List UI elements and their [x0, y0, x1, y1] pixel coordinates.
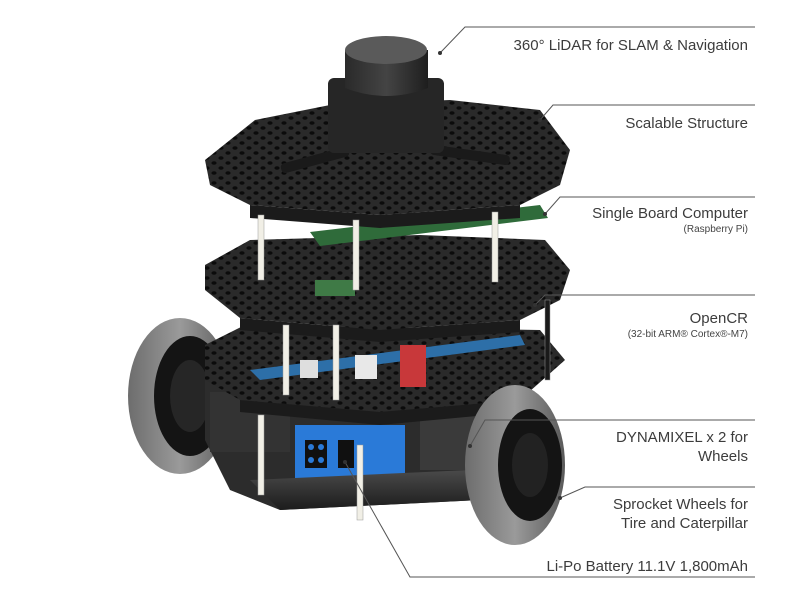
lidar-sensor [328, 36, 444, 153]
callout-opencr-subtitle: (32-bit ARM® Cortex®-M7) [627, 329, 748, 340]
callout-sbc: Single Board Computer (Raspberry Pi) [592, 204, 748, 236]
leader-dots [343, 51, 562, 500]
callout-sbc-title: Single Board Computer [592, 205, 748, 222]
callout-opencr-title: OpenCR [689, 310, 748, 327]
callout-structure: Scalable Structure [625, 114, 748, 133]
callout-sprocket-title2: Tire and Caterpillar [621, 515, 748, 532]
opencr-board [250, 335, 525, 380]
callout-structure-title: Scalable Structure [625, 115, 748, 132]
callout-battery: Li-Po Battery 11.1V 1,800mAh [546, 557, 748, 576]
top-deck [205, 100, 570, 228]
callout-dynamixel: DYNAMIXEL x 2 for Wheels [616, 428, 748, 466]
callout-dynamixel-title2: Wheels [697, 448, 748, 465]
standoffs [257, 211, 551, 521]
callout-dynamixel-title: DYNAMIXEL x 2 for [616, 429, 748, 446]
opencr-deck [205, 325, 565, 425]
leader-lines [344, 26, 755, 578]
callout-lidar-title: 360° LiDAR for SLAM & Navigation [513, 37, 748, 54]
callout-lidar: 360° LiDAR for SLAM & Navigation [514, 36, 748, 55]
callout-sprocket-title: Sprocket Wheels for [612, 496, 748, 513]
right-wheel [465, 385, 565, 545]
callout-opencr: OpenCR (32-bit ARM® Cortex®-M7) [628, 309, 748, 341]
callout-sbc-subtitle: (Raspberry Pi) [683, 224, 748, 235]
callout-battery-title: Li-Po Battery 11.1V 1,800mAh [546, 558, 748, 575]
callout-sprocket: Sprocket Wheels for Tire and Caterpillar [613, 495, 748, 533]
